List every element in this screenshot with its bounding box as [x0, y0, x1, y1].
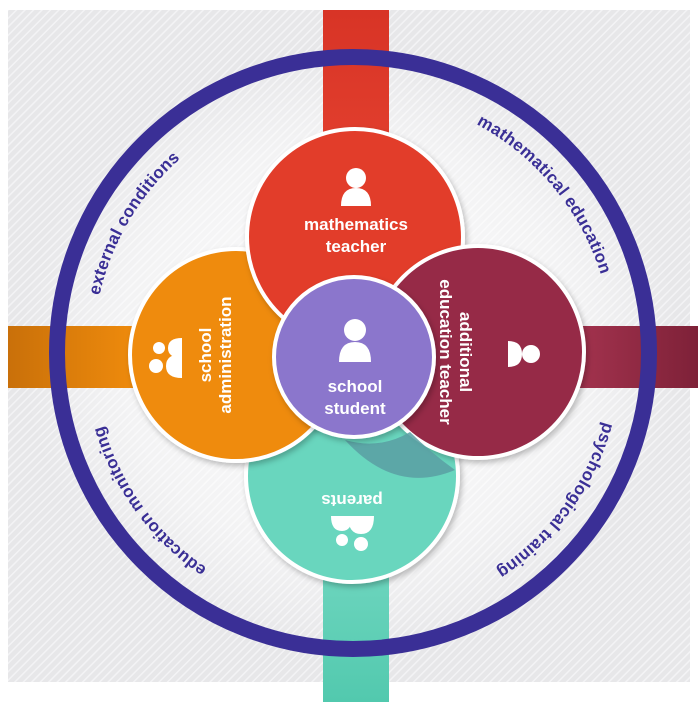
node-school-student-line1: school: [328, 377, 383, 396]
node-parents-label: parents: [321, 491, 382, 510]
node-school-administration-line2: administration: [216, 296, 235, 413]
node-school-student-line2: student: [324, 399, 386, 418]
node-additional-education-teacher-line2: education teacher: [436, 279, 455, 425]
group-icon: [149, 338, 182, 378]
node-mathematics-teacher-line2: teacher: [326, 237, 387, 256]
group-icon: [331, 516, 374, 551]
node-mathematics-teacher-line1: mathematics: [304, 215, 408, 234]
node-additional-education-teacher-line1: additional: [456, 312, 475, 392]
person-icon: [341, 168, 371, 206]
node-school-administration-line1: school: [196, 328, 215, 383]
outer-ring: [49, 49, 657, 657]
bar-left: [8, 326, 136, 388]
person-icon: [508, 341, 540, 367]
overlap-accent: [345, 432, 455, 478]
person-icon: [339, 319, 371, 362]
